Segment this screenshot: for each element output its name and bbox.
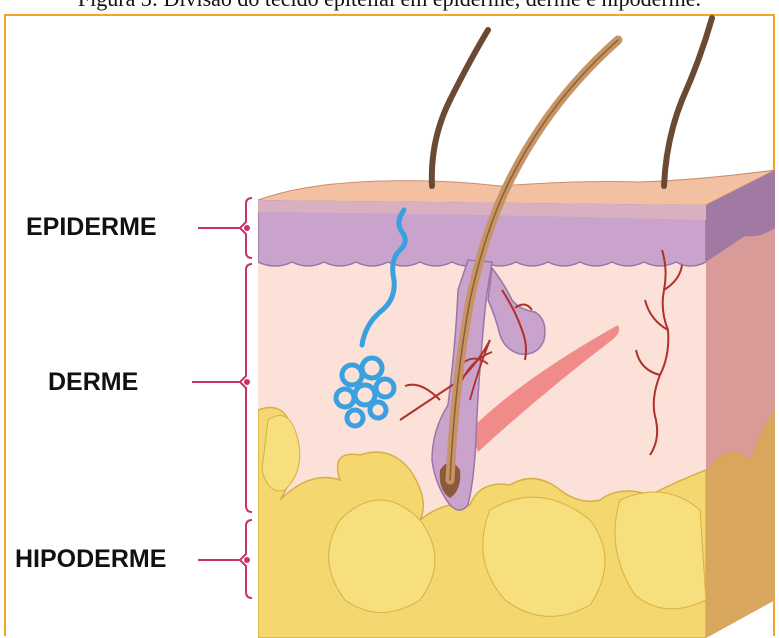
derme-dot xyxy=(244,379,250,385)
epiderme-dot xyxy=(244,225,250,231)
hipoderme-label: HIPODERME xyxy=(15,545,166,574)
hair-left xyxy=(432,30,488,186)
layer-brackets xyxy=(192,198,252,598)
hair-right xyxy=(664,18,712,186)
epiderme-label: EPIDERME xyxy=(26,213,157,242)
derme-bracket xyxy=(240,264,252,512)
derme-label: DERME xyxy=(48,368,138,397)
hipoderme-dot xyxy=(244,557,250,563)
